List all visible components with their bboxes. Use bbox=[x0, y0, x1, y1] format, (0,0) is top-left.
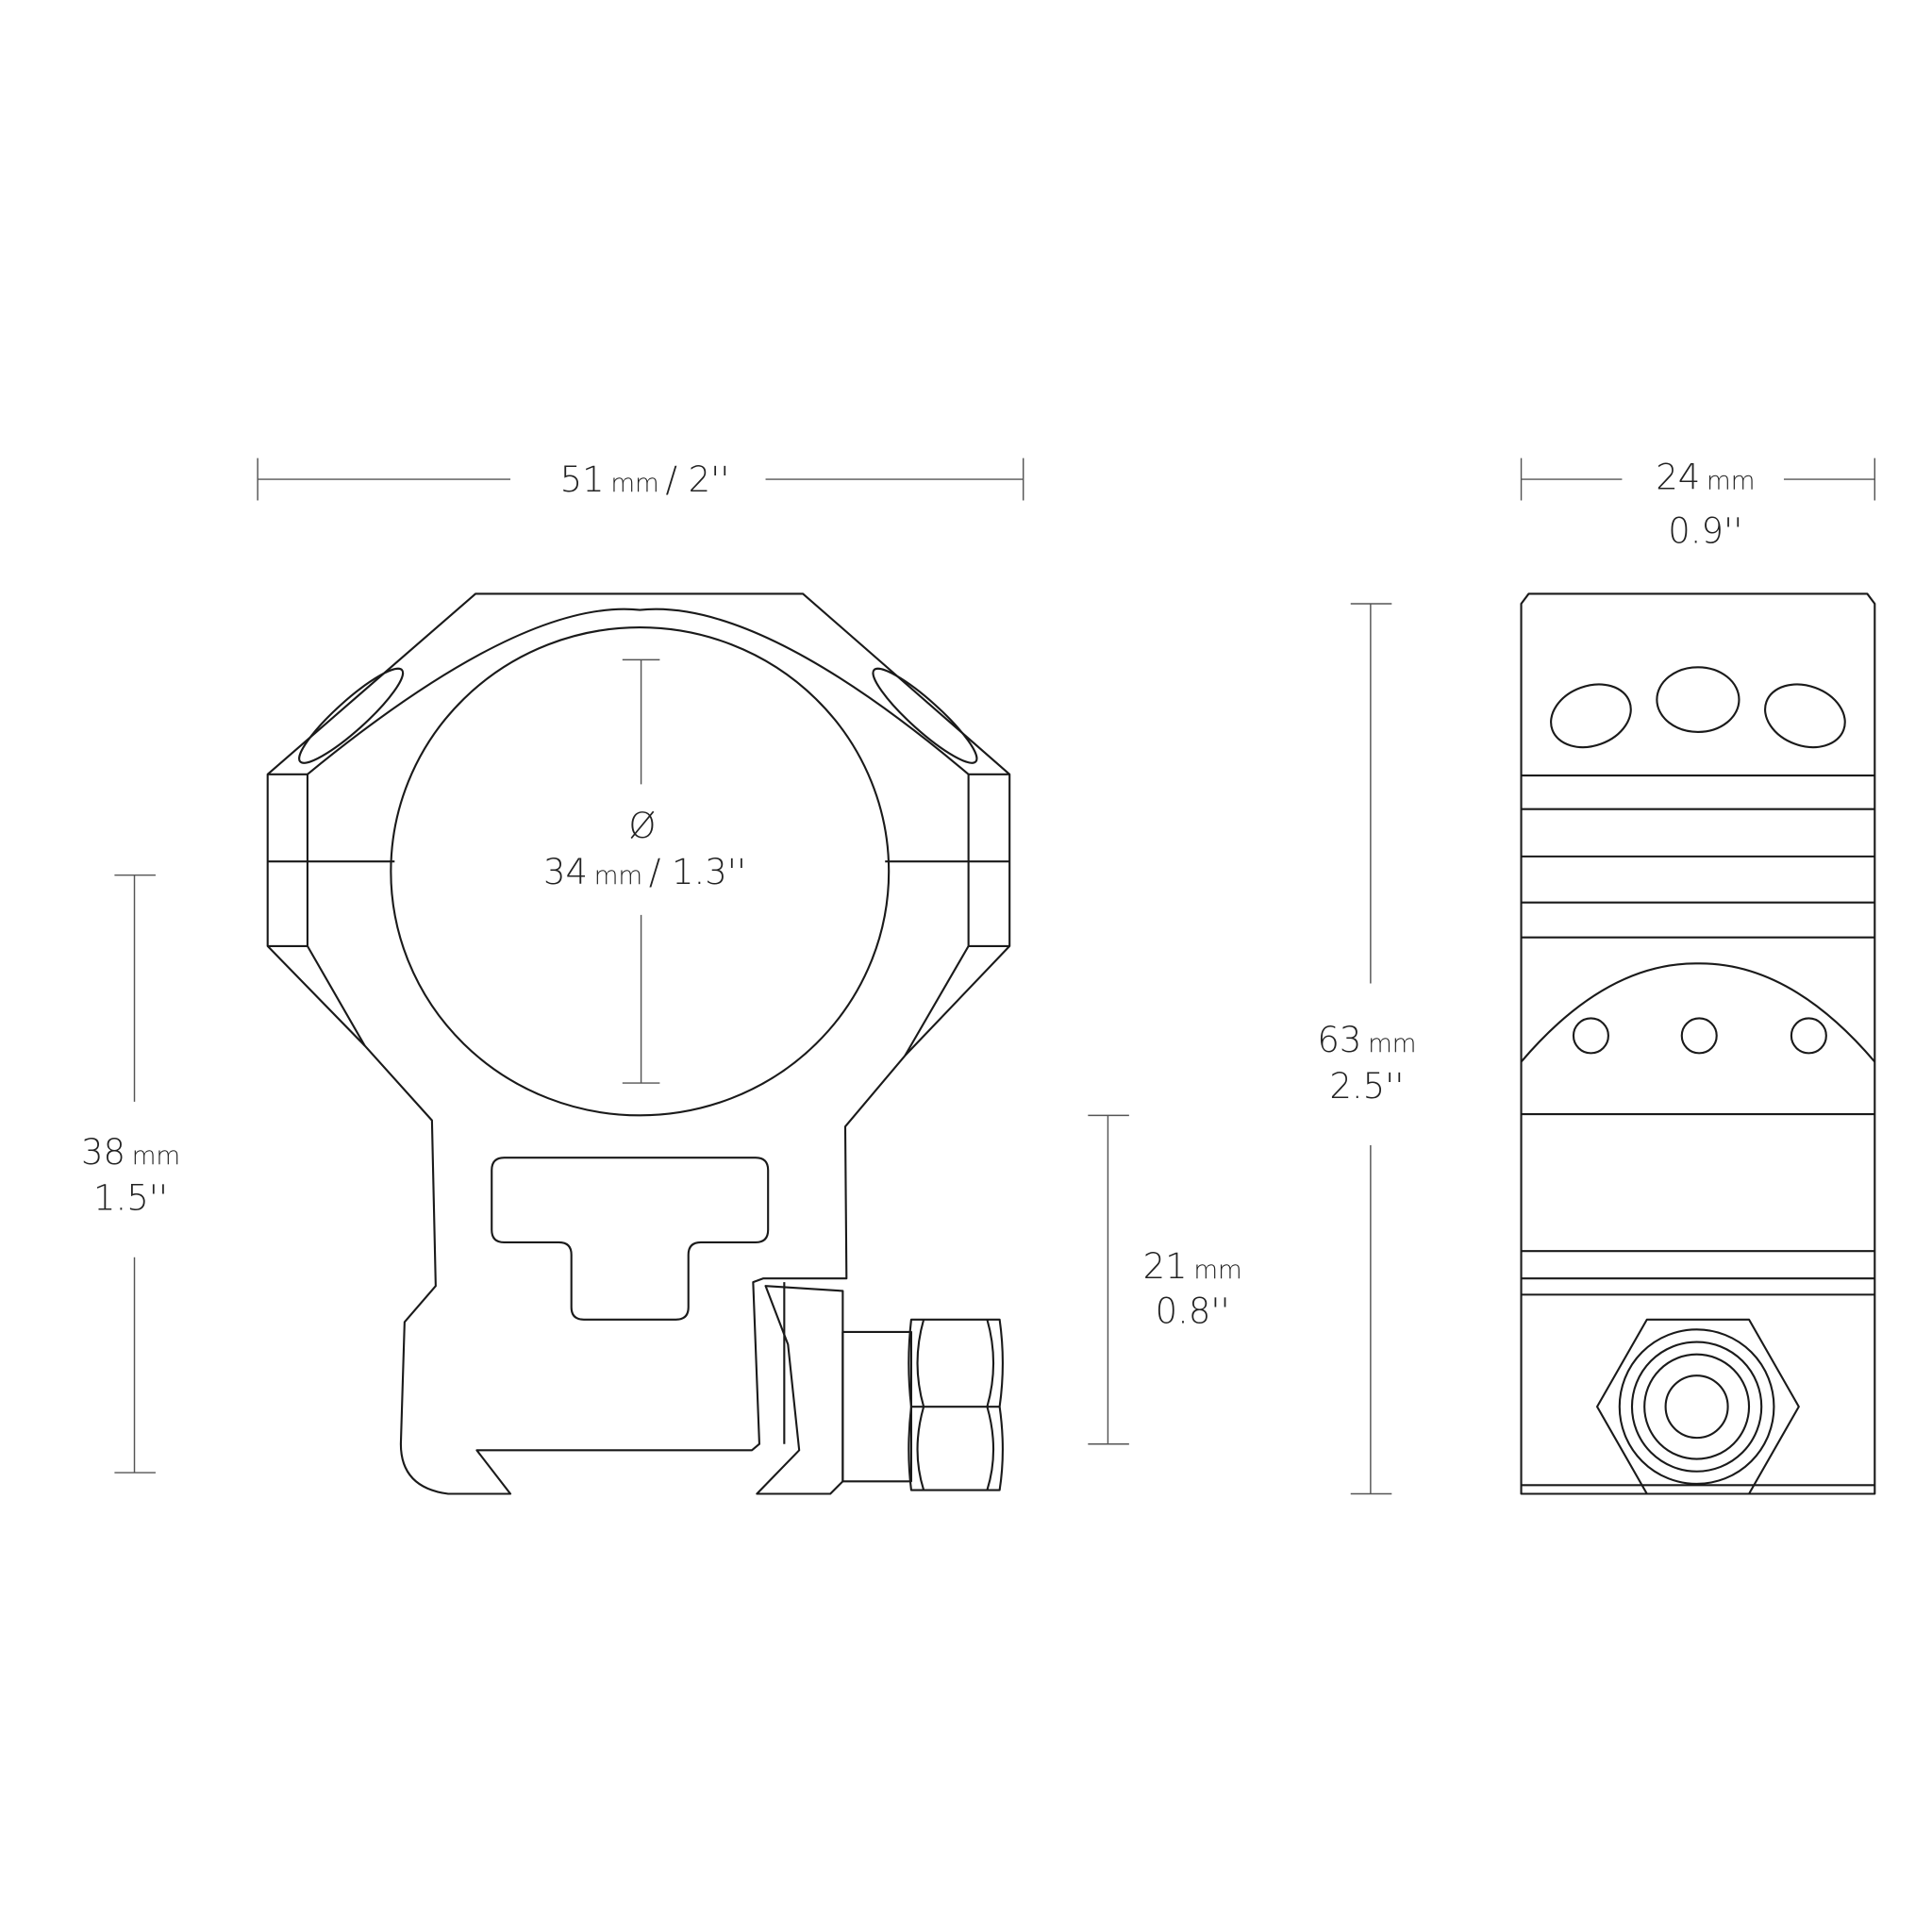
bore-arc bbox=[1520, 962, 1876, 1063]
recoil-slot bbox=[491, 1157, 770, 1321]
side-grooves bbox=[1521, 774, 1875, 1487]
side-height-dimension: 63 mm 2.5'' bbox=[1317, 603, 1416, 1495]
width-label: 51 mm / 2'' bbox=[560, 459, 730, 500]
base-label-metric: 21 mm bbox=[1143, 1246, 1242, 1287]
diameter-symbol: Ø bbox=[628, 806, 656, 846]
side-height-label-imperial: 2.5'' bbox=[1329, 1066, 1404, 1107]
clamp-jaw bbox=[756, 1285, 844, 1495]
scope-bore bbox=[390, 626, 891, 1117]
clamp-nut-icon bbox=[908, 1318, 1004, 1491]
side-width-label-imperial: 0.9'' bbox=[1668, 510, 1742, 551]
ring-outline bbox=[266, 592, 1011, 1495]
height-label-metric: 38 mm bbox=[81, 1132, 180, 1173]
width-dimension: 51 mm / 2'' bbox=[257, 458, 1024, 501]
diameter-dimension: Ø 34 mm / 1.3'' bbox=[543, 658, 746, 1084]
clamp-bolt-shaft bbox=[841, 1330, 912, 1483]
side-width-dimension: 24 mm 0.9'' bbox=[1520, 458, 1876, 551]
height-dimension: 38 mm 1.5'' bbox=[81, 874, 180, 1474]
diameter-label: 34 mm / 1.3'' bbox=[543, 852, 746, 892]
left-screw-slot bbox=[298, 667, 405, 764]
side-view-ring bbox=[1520, 592, 1876, 1495]
base-dimension: 21 mm 0.8'' bbox=[1088, 1114, 1242, 1445]
right-screw-slot bbox=[872, 667, 978, 764]
height-label-imperial: 1.5'' bbox=[93, 1178, 168, 1219]
side-outline bbox=[1520, 592, 1876, 1495]
ring-top-band bbox=[307, 608, 970, 775]
side-width-label-metric: 24 mm bbox=[1656, 458, 1755, 498]
hex-nut-icon bbox=[1595, 1318, 1800, 1495]
side-height-label-metric: 63 mm bbox=[1317, 1020, 1416, 1060]
front-view-ring bbox=[266, 592, 1011, 1495]
base-label-imperial: 0.8'' bbox=[1156, 1291, 1230, 1332]
